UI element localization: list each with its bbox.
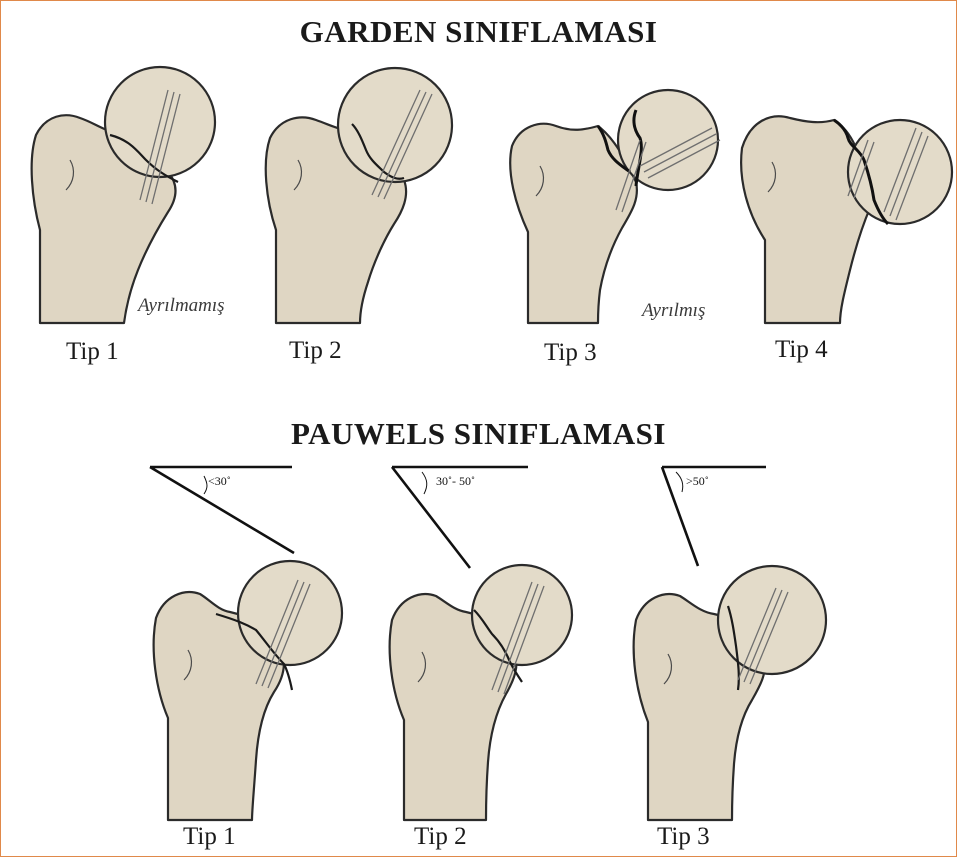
pauwels-tip2-label: Tip 2 (414, 823, 467, 851)
pauwels-tip3-label: Tip 3 (657, 823, 710, 851)
pauwels-tip1-label: Tip 1 (183, 823, 236, 851)
